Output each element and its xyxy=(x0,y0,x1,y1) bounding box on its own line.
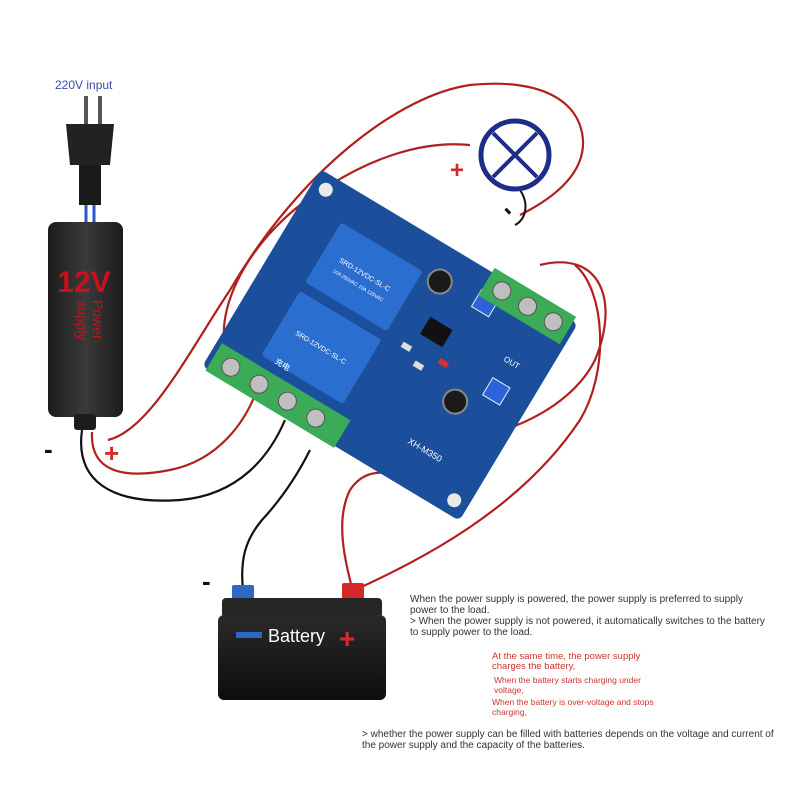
potentiometer-2 xyxy=(481,376,511,406)
note-red-1: At the same time, the power supply charg… xyxy=(492,651,641,672)
battery-minus-sign: - xyxy=(202,566,211,596)
output-terminals xyxy=(478,267,577,345)
relay-2 xyxy=(262,292,381,404)
power-plug xyxy=(66,96,114,225)
battery: Battery + xyxy=(218,583,386,700)
wire-battery-plus-to-right xyxy=(354,264,602,591)
lamp-minus-sign: - xyxy=(496,196,523,223)
wire-battery-minus-to-board xyxy=(241,449,311,591)
pcb xyxy=(204,171,576,519)
lamp-plus-sign: + xyxy=(450,157,464,184)
note-red-2: When the battery starts charging under v… xyxy=(494,675,641,695)
note-line-1: When the power supply is powered, the po… xyxy=(410,594,743,616)
adapter-minus-sign: - xyxy=(44,434,53,464)
power-adapter: 12V Power supply xyxy=(48,222,123,430)
adapter-text-supply: supply xyxy=(74,300,90,340)
wire-adapter-minus-to-board xyxy=(80,419,287,502)
note-line-3: > whether the power supply can be filled… xyxy=(362,729,774,751)
input-terminals xyxy=(205,343,351,448)
capacitor-1 xyxy=(426,268,453,295)
battery-label: Battery xyxy=(268,626,325,646)
note-red-3: When the battery is over-voltage and sto… xyxy=(492,697,654,717)
relay-1 xyxy=(306,223,422,331)
capacitor-2 xyxy=(442,388,469,415)
input-voltage-label: 220V input xyxy=(55,78,113,92)
relay-board: SRD-12VDC-SL-C SRD-12VDC-SL-C 10A 250VAC… xyxy=(204,171,577,519)
adapter-voltage-label: 12V xyxy=(57,266,110,299)
lamp-load xyxy=(478,118,552,192)
wire-supply-loop-to-lamp xyxy=(107,82,585,442)
wire-adapter-plus-to-board xyxy=(90,394,257,475)
adapter-text-power: Power xyxy=(90,300,106,340)
battery-plus-sign: + xyxy=(339,623,355,654)
wire-lamp-minus xyxy=(514,189,527,226)
adapter-plus-sign: + xyxy=(104,438,119,468)
note-line-2: > When the power supply is not powered, … xyxy=(410,616,765,638)
ic-chip xyxy=(420,316,453,348)
